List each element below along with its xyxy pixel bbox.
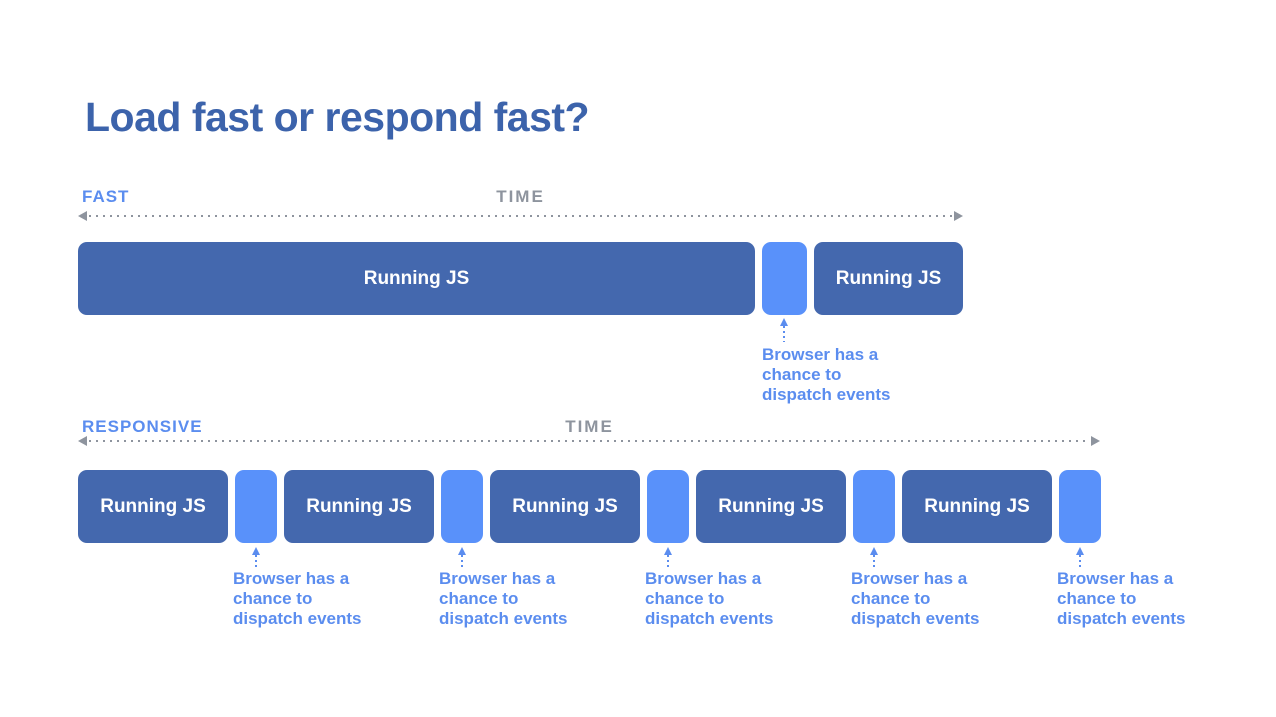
annotation-line: chance to: [1057, 589, 1137, 608]
event-gap-block: [762, 242, 807, 315]
annotation-text: Browser has a chance to dispatch events: [851, 569, 1016, 629]
running-js-block: Running JS: [284, 470, 434, 543]
annotation-line: Browser has a: [233, 569, 350, 588]
up-arrow-icon: [870, 547, 878, 555]
running-js-block: Running JS: [814, 242, 963, 315]
annotation-line: dispatch events: [762, 385, 891, 404]
annotation-line: Browser has a: [851, 569, 968, 588]
event-gap-block: [441, 470, 483, 543]
up-arrow-stem: [667, 555, 669, 568]
running-js-block: Running JS: [490, 470, 640, 543]
annotation-text: Browser has a chance to dispatch events: [1057, 569, 1222, 629]
up-arrow-icon: [664, 547, 672, 555]
running-js-block: Running JS: [78, 470, 228, 543]
up-arrow-icon: [780, 318, 788, 326]
timeline-dotted-line: [89, 215, 953, 217]
annotation-line: chance to: [851, 589, 931, 608]
arrowhead-left-icon: [78, 436, 87, 446]
up-arrow-stem: [1079, 555, 1081, 568]
up-arrow-icon: [1076, 547, 1084, 555]
page-title: Load fast or respond fast?: [85, 94, 590, 141]
arrowhead-left-icon: [78, 211, 87, 221]
annotation-text: Browser has a chance to dispatch events: [439, 569, 604, 629]
up-arrow-icon: [252, 547, 260, 555]
annotation-line: dispatch events: [1057, 609, 1186, 628]
annotation-line: Browser has a: [762, 345, 879, 364]
timeline-dotted-line: [89, 440, 1090, 442]
section-label-responsive: RESPONSIVE: [82, 417, 203, 436]
up-arrow-stem: [783, 326, 785, 342]
annotation-line: chance to: [645, 589, 725, 608]
arrowhead-right-icon: [1091, 436, 1100, 446]
annotation-text: Browser has a chance to dispatch events: [233, 569, 398, 629]
event-gap-block: [235, 470, 277, 543]
annotation-line: dispatch events: [851, 609, 980, 628]
time-axis-label-responsive: TIME: [565, 417, 614, 436]
annotation-line: chance to: [439, 589, 519, 608]
up-arrow-icon: [458, 547, 466, 555]
event-gap-block: [1059, 470, 1101, 543]
annotation-line: dispatch events: [439, 609, 568, 628]
annotation-text: Browser has a chance to dispatch events: [645, 569, 810, 629]
up-arrow-stem: [873, 555, 875, 568]
annotation-line: Browser has a: [645, 569, 762, 588]
annotation-text: Browser has a chance to dispatch events: [762, 345, 927, 405]
time-axis-label-fast: TIME: [496, 187, 545, 206]
running-js-block: Running JS: [78, 242, 755, 315]
annotation-line: Browser has a: [1057, 569, 1174, 588]
up-arrow-stem: [255, 555, 257, 568]
annotation-line: Browser has a: [439, 569, 556, 588]
running-js-block: Running JS: [696, 470, 846, 543]
annotation-line: dispatch events: [645, 609, 774, 628]
annotation-line: chance to: [233, 589, 313, 608]
up-arrow-stem: [461, 555, 463, 568]
event-gap-block: [853, 470, 895, 543]
section-label-fast: FAST: [82, 187, 130, 206]
event-gap-block: [647, 470, 689, 543]
running-js-block: Running JS: [902, 470, 1052, 543]
annotation-line: chance to: [762, 365, 842, 384]
annotation-line: dispatch events: [233, 609, 362, 628]
arrowhead-right-icon: [954, 211, 963, 221]
